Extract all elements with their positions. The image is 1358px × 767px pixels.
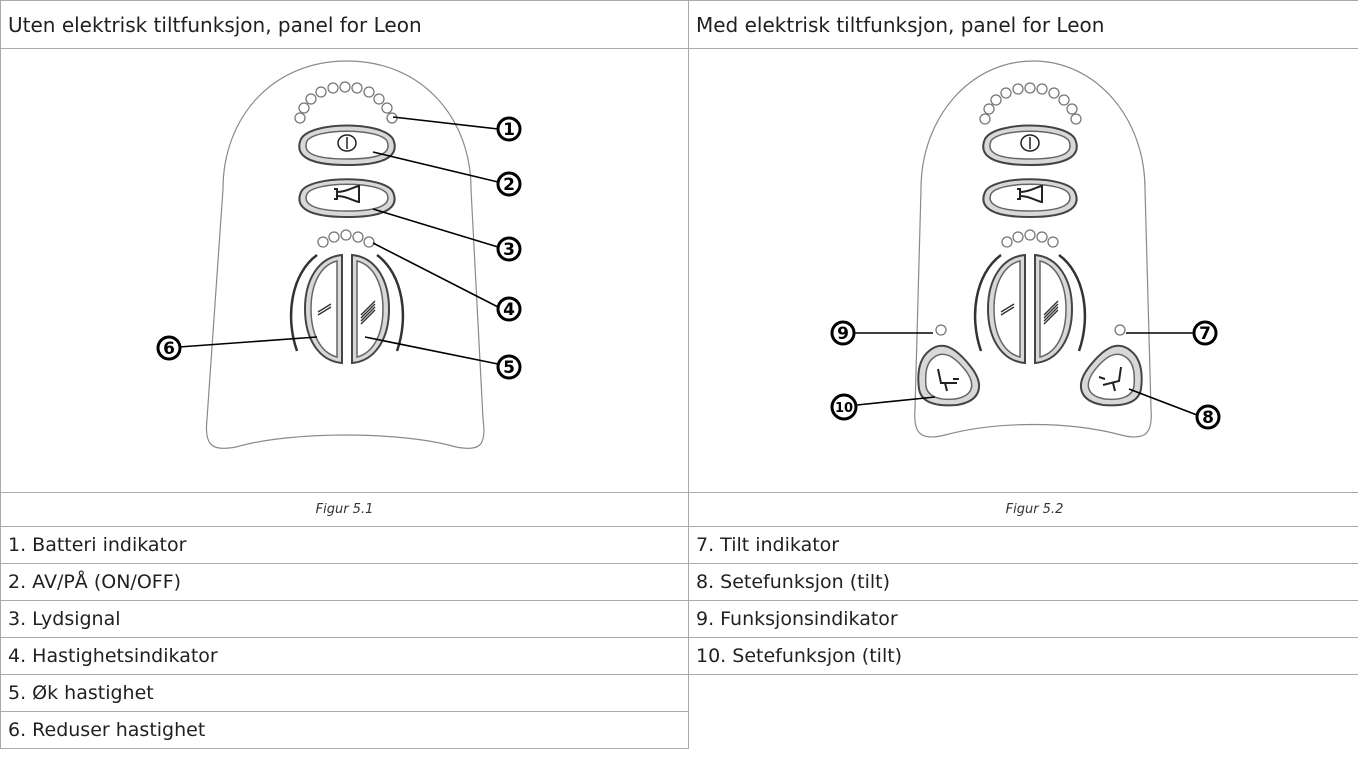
callout-8: 8 xyxy=(1195,404,1221,430)
callout-4: 4 xyxy=(496,296,522,322)
panel-outline xyxy=(914,60,1152,438)
tilt-indicator-led xyxy=(1114,324,1126,336)
legend-empty-cell xyxy=(688,674,1358,749)
callout-6: 6 xyxy=(156,335,182,361)
battery-indicator-leds xyxy=(294,81,398,124)
legend-item-3: 3. Lydsignal xyxy=(0,600,689,638)
svg-text:10: 10 xyxy=(835,401,853,416)
callout-3: 3 xyxy=(496,236,522,262)
power-icon xyxy=(1020,134,1040,152)
callout-10: 10 xyxy=(830,393,858,421)
speed-down-button[interactable] xyxy=(986,253,1026,365)
horn-button[interactable] xyxy=(298,178,396,219)
callout-5: 5 xyxy=(496,354,522,380)
speed-arc-left xyxy=(289,253,318,352)
svg-text:3: 3 xyxy=(503,240,515,260)
header-left: Uten elektrisk tiltfunksjon, panel for L… xyxy=(0,0,689,49)
speed-indicator-leds xyxy=(317,229,375,248)
speed-up-icon xyxy=(1043,300,1059,325)
leader-lines-right xyxy=(854,332,1198,416)
caption-right: Figur 5.2 xyxy=(688,492,1358,527)
legend-item-7: 7. Tilt indikator xyxy=(688,526,1358,564)
figure-right-cell: 9 7 10 8 xyxy=(688,48,1358,493)
seat-tilt-forward-button[interactable] xyxy=(1079,344,1143,407)
panel-outline xyxy=(205,60,485,449)
battery-indicator-leds xyxy=(979,82,1082,125)
seat-tilt-back-button[interactable] xyxy=(917,344,981,407)
leader-lines-left xyxy=(178,116,499,365)
svg-text:7: 7 xyxy=(1199,324,1211,344)
legend-item-5: 5. Øk hastighet xyxy=(0,674,689,712)
svg-text:6: 6 xyxy=(163,339,175,359)
legend-item-4: 4. Hastighetsindikator xyxy=(0,637,689,675)
speed-arc-right xyxy=(376,253,405,352)
svg-text:9: 9 xyxy=(837,324,849,344)
horn-icon xyxy=(334,184,360,204)
callout-9: 9 xyxy=(830,320,856,346)
svg-text:8: 8 xyxy=(1202,408,1214,428)
function-indicator-led xyxy=(935,324,947,336)
callout-1: 1 xyxy=(496,116,522,142)
control-panel-without-tilt-diagram: 1 2 3 4 5 6 xyxy=(156,60,522,449)
speed-arc-right xyxy=(1058,253,1087,352)
speed-arc-left xyxy=(973,253,1002,352)
power-button[interactable] xyxy=(298,124,396,167)
figure-left-cell: 1 2 3 4 5 6 xyxy=(0,48,689,493)
control-panel-with-tilt-diagram: 9 7 10 8 xyxy=(830,60,1221,438)
callout-7: 7 xyxy=(1192,320,1218,346)
speed-up-button[interactable] xyxy=(1034,253,1074,365)
speed-down-button[interactable] xyxy=(303,253,343,365)
legend-item-10: 10. Setefunksjon (tilt) xyxy=(688,637,1358,675)
speed-down-icon xyxy=(317,303,332,316)
svg-text:1: 1 xyxy=(503,120,515,140)
speed-up-icon xyxy=(360,300,376,325)
svg-text:5: 5 xyxy=(503,358,515,378)
power-button[interactable] xyxy=(982,124,1078,167)
seat-tilt-forward-icon xyxy=(1098,366,1122,392)
horn-button[interactable] xyxy=(982,178,1078,219)
horn-icon xyxy=(1017,184,1043,204)
legend-item-9: 9. Funksjonsindikator xyxy=(688,600,1358,638)
legend-item-8: 8. Setefunksjon (tilt) xyxy=(688,563,1358,601)
svg-text:4: 4 xyxy=(503,300,515,320)
speed-indicator-leds xyxy=(1001,229,1059,248)
legend-item-1: 1. Batteri indikator xyxy=(0,526,689,564)
seat-tilt-back-icon xyxy=(937,368,959,392)
speed-up-button[interactable] xyxy=(351,253,391,365)
header-right: Med elektrisk tiltfunksjon, panel for Le… xyxy=(688,0,1358,49)
callout-2: 2 xyxy=(496,171,522,197)
svg-text:2: 2 xyxy=(503,175,515,195)
legend-item-2: 2. AV/PÅ (ON/OFF) xyxy=(0,563,689,601)
document-table: Uten elektrisk tiltfunksjon, panel for L… xyxy=(0,0,1358,749)
power-icon xyxy=(337,134,357,152)
legend-item-6: 6. Reduser hastighet xyxy=(0,711,689,749)
caption-left: Figur 5.1 xyxy=(0,492,689,527)
speed-down-icon xyxy=(1000,303,1015,316)
